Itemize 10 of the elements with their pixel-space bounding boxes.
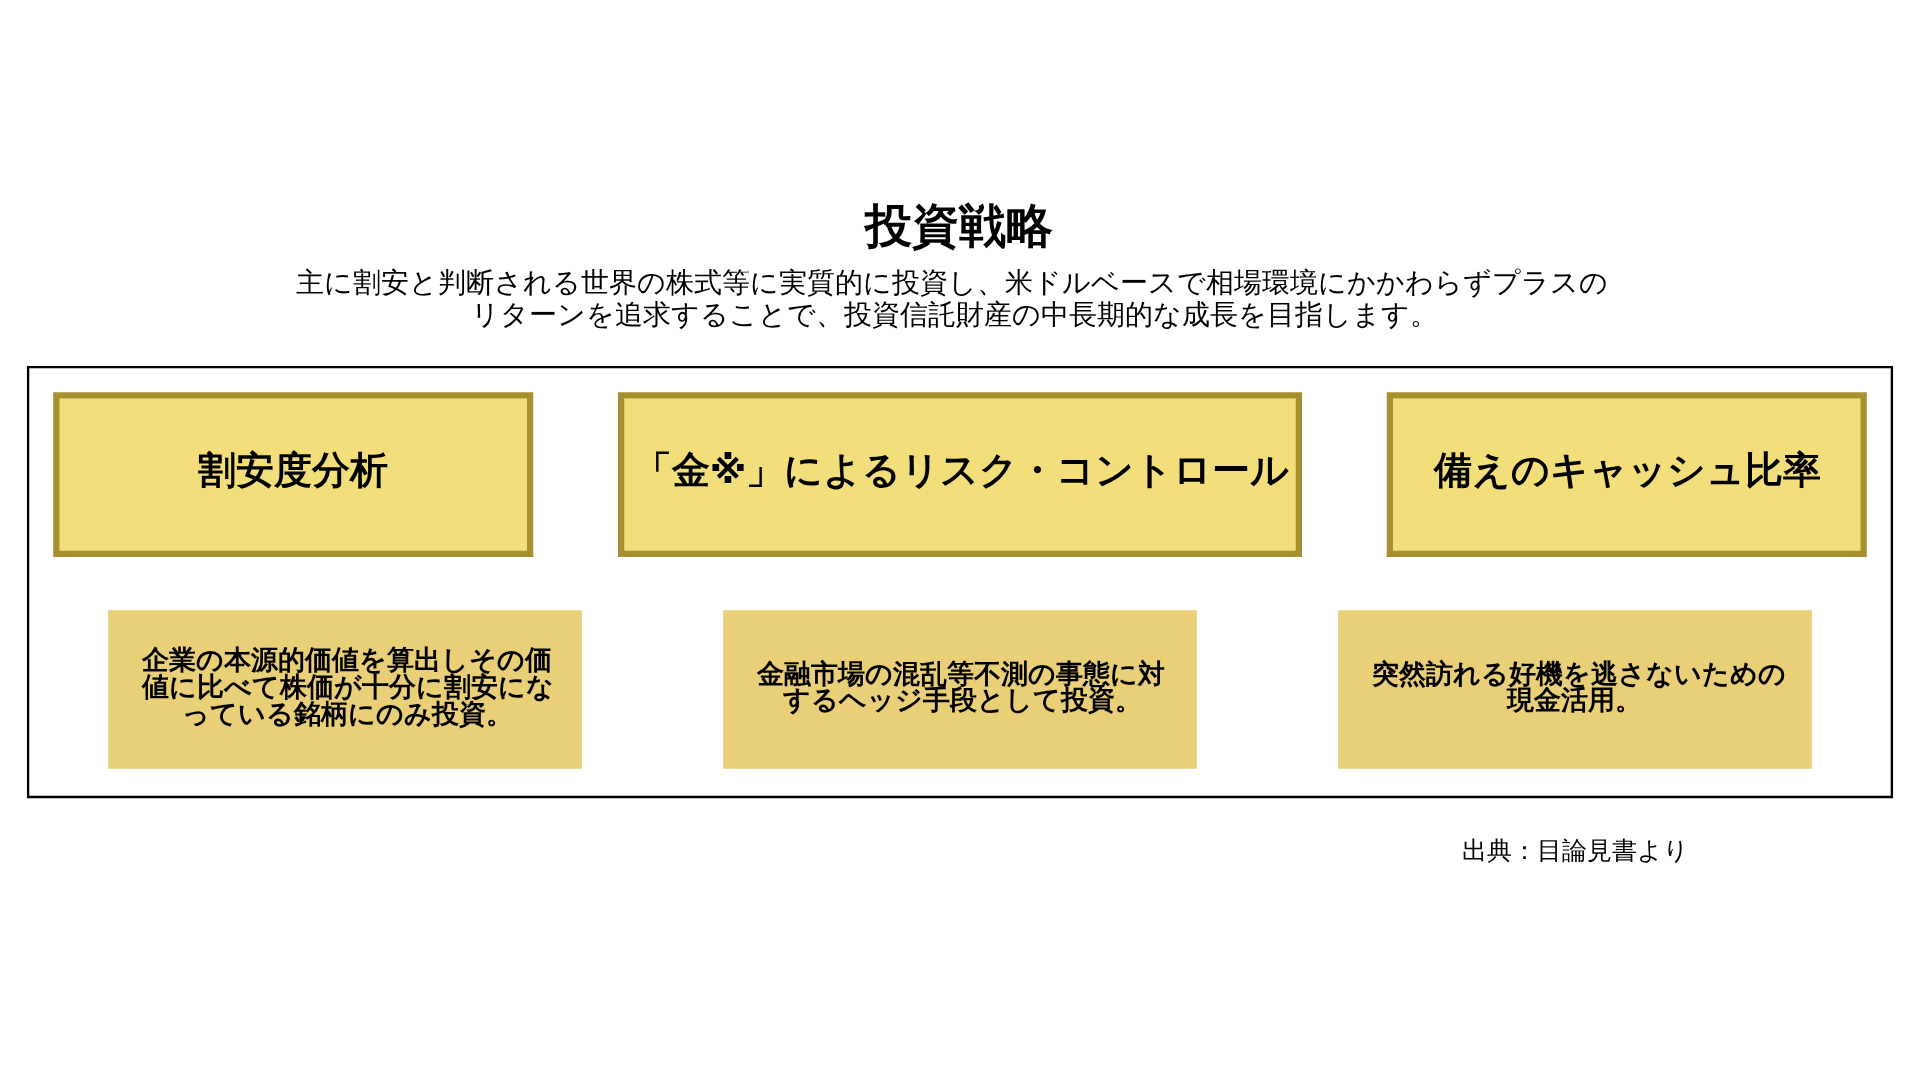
label: 出典：目論見書より bbox=[1462, 835, 1690, 865]
label: 主に割安と判断される世界の株式等に実質的に投資し、米ドルベースで相場環境にかかわらずプラスのリターンを追求することで、投資信託財産の中長期的な成長を目指します。 bbox=[295, 265, 1608, 331]
node-box: 割安度分析 bbox=[53, 391, 534, 557]
node-box: 金融市場の混乱等不測の事態に対するヘッジ手段として投資。 bbox=[723, 609, 1197, 769]
node-box: 備えのキャッシュ比率 bbox=[1386, 391, 1867, 557]
cluster bbox=[26, 365, 1894, 798]
node-box: 「金※」によるリスク・コントロール bbox=[618, 391, 1302, 557]
diagram-title: 投資戦略 bbox=[865, 197, 1054, 253]
node-box: 突然訪れる好機を逃さないための現金活用。 bbox=[1338, 609, 1812, 769]
node-box: 企業の本源的価値を算出しその価値に比べて株価が十分に割安になっている銘柄にのみ投資。 bbox=[108, 609, 582, 769]
